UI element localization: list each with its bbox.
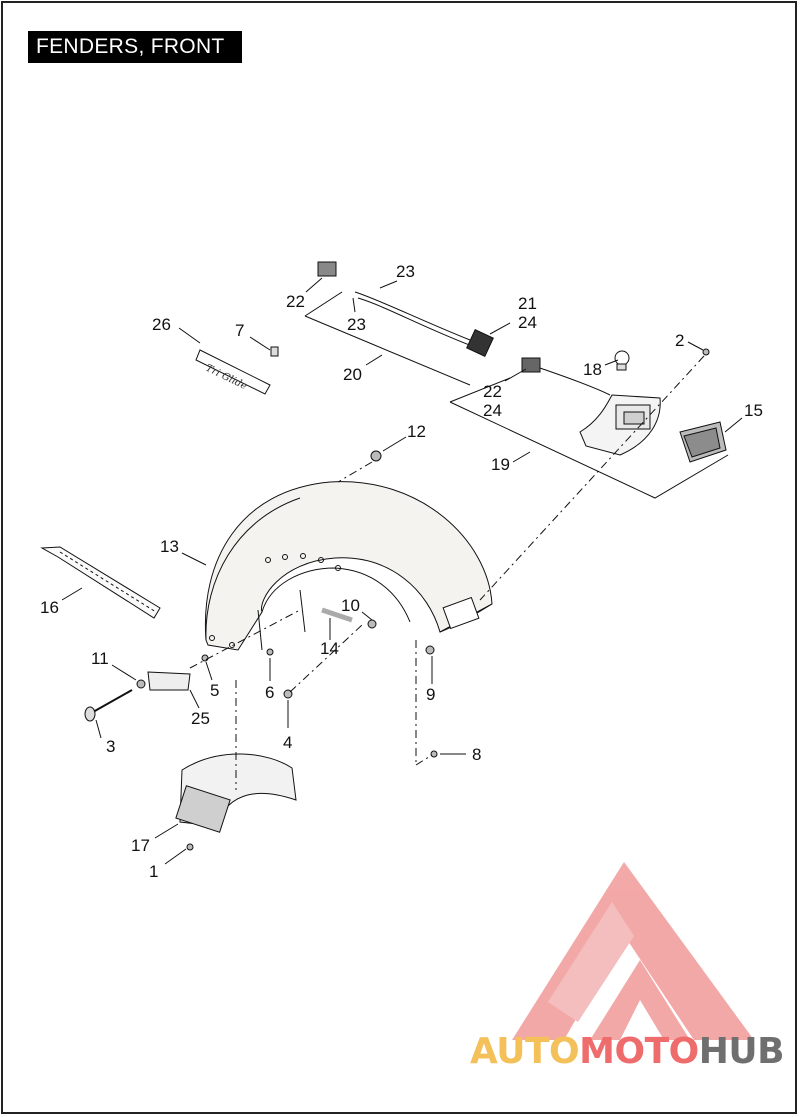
callout-24-lower: 24 (483, 401, 502, 420)
callout-21: 21 (518, 294, 537, 313)
bracket (147, 671, 191, 691)
callout-4: 4 (283, 733, 292, 752)
callout-23-top: 23 (396, 262, 415, 281)
callout-6: 6 (265, 683, 274, 702)
spacer-rod (321, 607, 353, 623)
callout-13: 13 (160, 537, 179, 556)
callout-5: 5 (210, 681, 219, 700)
watermark-wordmark: AUTOMOTOHUB (470, 1031, 785, 1072)
nut-6 (266, 648, 274, 656)
callout-1: 1 (149, 862, 158, 881)
callout-26: 26 (152, 315, 171, 334)
watermark-hub: HUB (698, 1031, 785, 1072)
callout-15: 15 (744, 401, 763, 420)
callout-22-lower: 22 (483, 382, 502, 401)
page-title: FENDERS, FRONT (28, 31, 242, 63)
watermark-logo-icon (512, 862, 754, 1040)
nut-8 (430, 750, 438, 758)
watermark-moto: MOTO (579, 1031, 699, 1072)
callout-19: 19 (491, 455, 510, 474)
mud-flap (175, 753, 297, 833)
screw-2 (702, 348, 710, 356)
callout-23-lower: 23 (347, 315, 366, 334)
screw-5 (201, 654, 209, 662)
callout-8: 8 (472, 745, 481, 764)
nut-11 (136, 679, 146, 689)
callout-24-top: 24 (518, 313, 537, 332)
callout-12: 12 (407, 422, 426, 441)
emblem-clip (270, 346, 279, 357)
nut-12 (370, 450, 382, 462)
callout-25: 25 (191, 709, 210, 728)
bolt (84, 689, 133, 722)
tri-glide-emblem: Tri Glide (195, 349, 271, 395)
callout-3: 3 (106, 737, 115, 756)
wiring-harness (317, 261, 611, 396)
callout-2: 2 (675, 331, 684, 350)
callout-16: 16 (40, 598, 59, 617)
watermark-auto: AUTO (470, 1031, 580, 1072)
screw-1 (186, 843, 194, 851)
callout-22-top: 22 (286, 292, 305, 311)
nut-10 (367, 619, 377, 629)
callout-18: 18 (583, 360, 602, 379)
tip-lamp-lens (679, 421, 727, 463)
bulb (614, 350, 630, 371)
callout-17: 17 (131, 836, 150, 855)
callout-numbers: 1 2 3 4 5 6 7 8 9 10 11 12 13 14 15 16 1… (40, 262, 763, 881)
fender-tip-lamp-housing (579, 394, 661, 456)
callout-14: 14 (320, 639, 339, 658)
fender-trim-strip (40, 546, 161, 619)
front-fender (204, 481, 493, 651)
callout-11: 11 (91, 649, 109, 668)
nut-9 (425, 645, 435, 655)
callout-7: 7 (235, 321, 244, 340)
callout-10: 10 (341, 596, 360, 615)
callout-20: 20 (343, 365, 362, 384)
callout-9: 9 (426, 685, 435, 704)
